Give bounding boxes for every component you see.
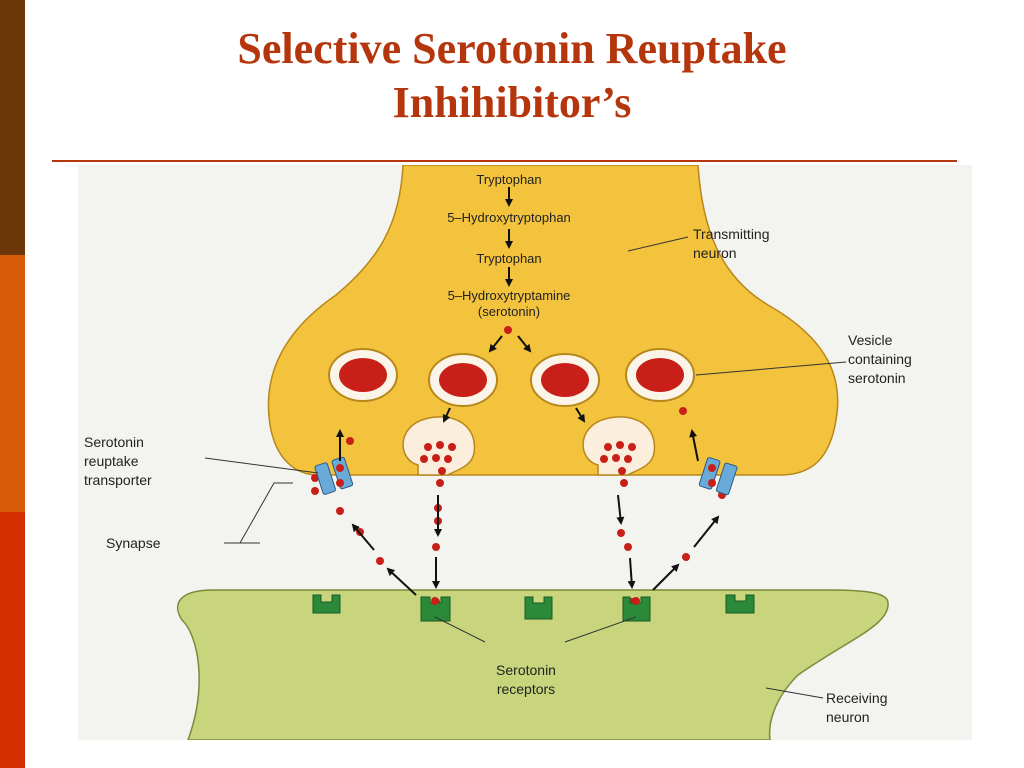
transmitting-neuron xyxy=(267,165,839,476)
side-bar-bottom xyxy=(0,512,25,768)
title-line-1: Selective Serotonin Reuptake xyxy=(237,24,787,73)
label-leaders xyxy=(204,236,847,699)
receiving-neuron xyxy=(177,589,889,740)
label-vesicle-line1: Vesicle xyxy=(848,332,893,348)
pathway-step-4: 5–Hydroxytryptamine xyxy=(448,288,571,303)
label-synapse: Synapse xyxy=(106,535,161,551)
label-transporter-line2: reuptake xyxy=(84,453,139,469)
pathway-step-1: Tryptophan xyxy=(476,172,541,187)
label-transporter-line3: transporter xyxy=(84,472,152,488)
label-receiving-line1: Receiving xyxy=(826,690,887,706)
pathway-arrows xyxy=(336,187,720,596)
serotonin-receptor xyxy=(524,596,553,620)
label-transmitting-line1: Transmitting xyxy=(693,226,770,242)
title-divider xyxy=(52,160,957,162)
serotonin-receptor xyxy=(725,594,755,614)
pathway-step-5: (serotonin) xyxy=(478,304,540,319)
title-line-2: Inhihibitor’s xyxy=(392,78,632,127)
vesicle-contents xyxy=(339,358,684,397)
label-vesicle-line2: containing xyxy=(848,351,912,367)
label-receiving-line2: neuron xyxy=(826,709,870,725)
label-vesicle-line3: serotonin xyxy=(848,370,906,386)
synapse-diagram: Tryptophan 5–Hydroxytryptophan Tryptopha… xyxy=(78,165,972,740)
side-bar-top xyxy=(0,0,25,255)
label-transmitting-line2: neuron xyxy=(693,245,737,261)
label-receptors-line1: Serotonin xyxy=(496,662,556,678)
pathway-step-2: 5–Hydroxytryptophan xyxy=(447,210,571,225)
slide-title: Selective Serotonin Reuptake Inhihibitor… xyxy=(40,22,984,130)
serotonin-receptor xyxy=(420,596,451,622)
side-bar-middle xyxy=(0,255,25,512)
reuptake-transporter-left xyxy=(314,456,354,495)
label-receptors-line2: receptors xyxy=(497,681,555,697)
serotonin-receptor xyxy=(622,596,651,622)
pathway-step-3: Tryptophan xyxy=(476,251,541,266)
serotonin-receptor xyxy=(312,594,341,614)
label-transporter-line1: Serotonin xyxy=(84,434,144,450)
